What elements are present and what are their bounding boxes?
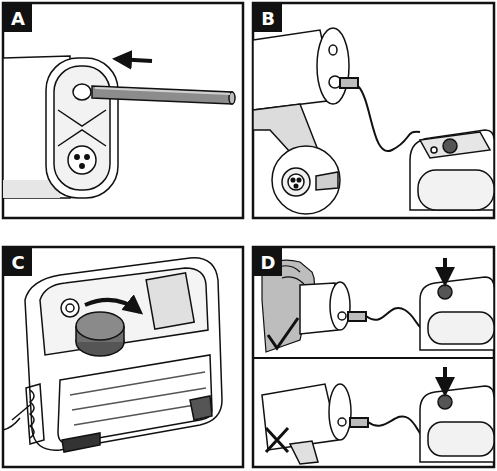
battery-pack xyxy=(25,258,222,450)
battery-pack xyxy=(438,285,452,299)
rotary-knob xyxy=(76,312,124,356)
vacuum-body xyxy=(46,58,118,198)
rod xyxy=(92,86,232,104)
panel-letter-text: C xyxy=(11,252,24,273)
battery-pack xyxy=(428,312,494,344)
vacuum-body xyxy=(68,146,96,174)
cable xyxy=(350,416,430,440)
battery-pack xyxy=(25,258,222,452)
cross-mark xyxy=(266,428,288,452)
panel-letter-text: D xyxy=(261,252,276,273)
vacuum-body xyxy=(300,282,350,334)
rotary-knob xyxy=(76,312,124,340)
cable xyxy=(348,312,366,321)
battery-pack xyxy=(66,304,74,312)
divider xyxy=(253,357,494,359)
rotary-knob xyxy=(76,326,124,342)
battery-pack xyxy=(190,396,212,420)
rod xyxy=(92,86,235,104)
coiled-cable xyxy=(3,384,44,444)
socket-inset xyxy=(316,172,338,190)
coiled-cable xyxy=(26,384,44,444)
press-arrow xyxy=(445,258,446,283)
battery-pack xyxy=(146,273,194,329)
cross-mark xyxy=(266,428,288,452)
insert-arrow xyxy=(116,59,152,61)
vacuum-body xyxy=(73,84,91,100)
vacuum-body xyxy=(290,441,318,464)
cable xyxy=(340,78,420,151)
vacuum-body xyxy=(75,155,79,159)
battery-pack xyxy=(410,130,494,210)
battery-pack xyxy=(40,268,208,355)
socket-inset xyxy=(291,178,295,182)
socket-inset xyxy=(272,146,340,214)
cable xyxy=(358,86,420,151)
vacuum-body xyxy=(85,155,89,159)
panel-frame xyxy=(253,3,494,218)
panel-letter: A xyxy=(4,4,32,32)
socket-inset xyxy=(288,174,304,190)
battery-pack xyxy=(428,422,494,456)
battery-pack xyxy=(420,277,494,350)
battery-pack xyxy=(61,299,79,317)
vacuum-body xyxy=(317,28,349,104)
vacuum-body xyxy=(329,384,351,440)
battery-pack xyxy=(410,130,494,210)
panel-frame xyxy=(253,247,494,467)
check-mark xyxy=(268,318,298,348)
coiled-cable xyxy=(3,418,20,430)
battery-pack xyxy=(70,372,207,425)
vacuum-body xyxy=(262,384,351,464)
check-mark xyxy=(268,318,298,348)
battery-pack xyxy=(420,386,494,462)
rotate-arrow xyxy=(85,300,140,312)
panel-letter: D xyxy=(254,248,282,276)
coiled-cable xyxy=(30,390,34,438)
vacuum-body xyxy=(80,164,84,168)
rod xyxy=(95,88,230,94)
socket-inset xyxy=(294,184,298,188)
cable xyxy=(348,308,430,330)
battery-pack xyxy=(443,139,457,153)
press-arrow xyxy=(443,258,447,283)
vacuum-body xyxy=(253,28,349,152)
cable xyxy=(340,78,358,88)
vacuum-body xyxy=(58,110,106,146)
battery-pack xyxy=(438,395,452,409)
rotate-arrow xyxy=(85,300,140,312)
panel-frame xyxy=(3,3,243,218)
battery-pack xyxy=(431,147,437,153)
vacuum-body xyxy=(330,282,350,330)
vacuum-body xyxy=(338,418,346,426)
vacuum-body xyxy=(262,384,338,450)
press-arrow xyxy=(443,367,447,393)
vacuum-body xyxy=(338,312,346,320)
battery-pack xyxy=(420,386,494,462)
vacuum-body xyxy=(329,45,337,55)
panel-frame xyxy=(3,247,243,467)
vacuum-body xyxy=(253,104,318,152)
panel-letter-text: B xyxy=(261,8,275,29)
press-arrow xyxy=(445,367,446,393)
insert-arrow xyxy=(116,59,152,61)
cable xyxy=(350,418,368,427)
vacuum-body xyxy=(3,56,118,198)
vacuum-body xyxy=(54,66,110,190)
panel-frame xyxy=(3,3,494,467)
socket-inset xyxy=(282,168,310,196)
panel-letter-text: A xyxy=(11,8,25,29)
battery-pack xyxy=(62,433,100,452)
panel-letter: B xyxy=(254,4,282,32)
socket-inset xyxy=(272,146,340,214)
battery-pack xyxy=(418,170,494,210)
battery-pack xyxy=(420,132,490,158)
socket-inset xyxy=(297,178,301,182)
battery-pack xyxy=(58,355,212,443)
battery-pack xyxy=(420,277,494,350)
panel-letter: C xyxy=(4,248,32,276)
